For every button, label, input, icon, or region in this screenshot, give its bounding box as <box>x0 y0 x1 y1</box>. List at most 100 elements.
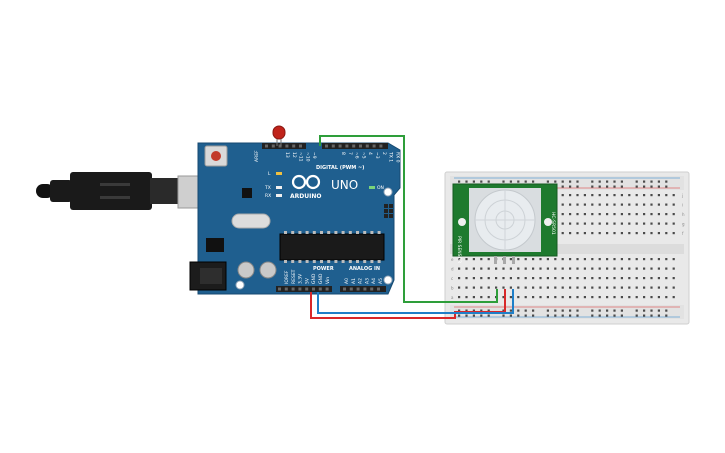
rail-hole <box>561 185 564 188</box>
header-hole <box>271 144 275 148</box>
usb-cable-tip <box>36 184 54 198</box>
chip-leg <box>356 260 359 263</box>
breadboard-hole <box>569 213 572 216</box>
breadboard-hole <box>657 277 660 280</box>
chip-leg <box>348 260 352 263</box>
breadboard-hole <box>672 222 675 225</box>
digital-pin-label: ~11 <box>298 152 304 162</box>
breadboard-hole <box>657 232 660 235</box>
breadboard-hole <box>576 232 579 235</box>
rail-hole <box>569 314 572 317</box>
rail-hole <box>598 185 601 188</box>
power-pin-label: GND <box>311 273 317 284</box>
rail-hole <box>643 314 646 317</box>
rail-hole <box>620 185 623 188</box>
breadboard-hole <box>517 296 520 299</box>
breadboard-hole <box>591 232 594 235</box>
row-letter: d <box>451 267 454 272</box>
breadboard-hole <box>583 213 586 216</box>
rail-hole <box>665 180 668 183</box>
header-hole <box>338 144 342 148</box>
usb-cable[interactable] <box>36 172 209 210</box>
breadboard-hole <box>591 194 594 197</box>
breadboard-hole <box>606 296 609 299</box>
rail-hole <box>606 185 609 188</box>
breadboard-hole <box>613 267 616 270</box>
breadboard-hole <box>650 194 653 197</box>
power-wire-5v[interactable] <box>310 289 506 319</box>
breadboard-hole <box>635 258 638 261</box>
chip-leg <box>305 231 309 234</box>
breadboard-hole <box>502 277 505 280</box>
breadboard-hole <box>620 222 623 225</box>
breadboard-hole <box>561 296 564 299</box>
breadboard-hole <box>598 194 601 197</box>
breadboard-hole <box>576 222 579 225</box>
breadboard-hole <box>458 277 461 280</box>
header-hole <box>356 287 360 291</box>
mounting-hole <box>383 275 393 285</box>
breadboard-hole <box>628 194 631 197</box>
digital-pin-label: ~9 <box>311 152 317 159</box>
capacitor <box>237 261 255 279</box>
usb-chip <box>242 188 252 198</box>
header-hole <box>379 144 383 148</box>
breadboard-hole <box>657 286 660 289</box>
header-hole <box>343 287 346 291</box>
breadboard-hole <box>643 296 646 299</box>
breadboard-hole <box>591 286 594 289</box>
breadboard-hole <box>613 232 616 235</box>
breadboard-hole <box>643 213 646 216</box>
red-led[interactable] <box>272 125 286 146</box>
rail-hole <box>532 180 535 183</box>
digital-pin-label: 4 <box>367 152 373 155</box>
breadboard-hole <box>480 258 483 261</box>
breadboard-hole <box>606 222 609 225</box>
led-body <box>272 125 286 140</box>
breadboard-hole <box>576 213 579 216</box>
pir-sensor[interactable]: PIR SENSOR HC-SR501 <box>452 183 558 264</box>
signal-wire[interactable] <box>319 135 498 303</box>
chip-leg <box>341 231 345 234</box>
breadboard-hole <box>487 267 490 270</box>
breadboard-hole <box>628 213 631 216</box>
digital-pin-label: ~3 <box>374 152 380 159</box>
breadboard-hole <box>561 286 564 289</box>
icsp-pin <box>384 209 388 213</box>
digital-pin-label: 8 <box>340 152 346 155</box>
breadboard-hole <box>458 258 461 261</box>
analog-pin-label: A0 <box>344 278 350 284</box>
breadboard-hole <box>561 222 564 225</box>
breadboard-hole <box>583 267 586 270</box>
breadboard-hole <box>561 213 564 216</box>
breadboard-hole <box>598 258 601 261</box>
rail-hole <box>606 180 609 183</box>
l-led <box>276 172 282 175</box>
rail-hole <box>546 309 549 312</box>
power-label: POWER <box>313 266 334 272</box>
breadboard-hole <box>554 286 557 289</box>
breadboard-hole <box>628 296 631 299</box>
rail-hole <box>613 314 616 317</box>
rail-hole <box>509 314 512 317</box>
breadboard-hole <box>657 203 660 206</box>
rail-hole <box>502 180 505 183</box>
reset-button-cap[interactable] <box>211 151 221 161</box>
breadboard-hole <box>628 286 631 289</box>
power-pin-label: GND <box>318 273 324 284</box>
breadboard-hole <box>539 258 542 261</box>
breadboard-hole <box>546 258 549 261</box>
rail-hole <box>643 180 646 183</box>
l-led-label: L <box>268 171 271 177</box>
breadboard-hole <box>591 267 594 270</box>
rail-hole <box>576 309 579 312</box>
rail-hole <box>635 309 638 312</box>
header-hole <box>325 287 329 291</box>
ground-wire[interactable] <box>317 289 514 314</box>
breadboard-hole <box>613 286 616 289</box>
breadboard-hole <box>465 296 468 299</box>
rail-hole <box>561 180 564 183</box>
rail-hole <box>554 309 557 312</box>
